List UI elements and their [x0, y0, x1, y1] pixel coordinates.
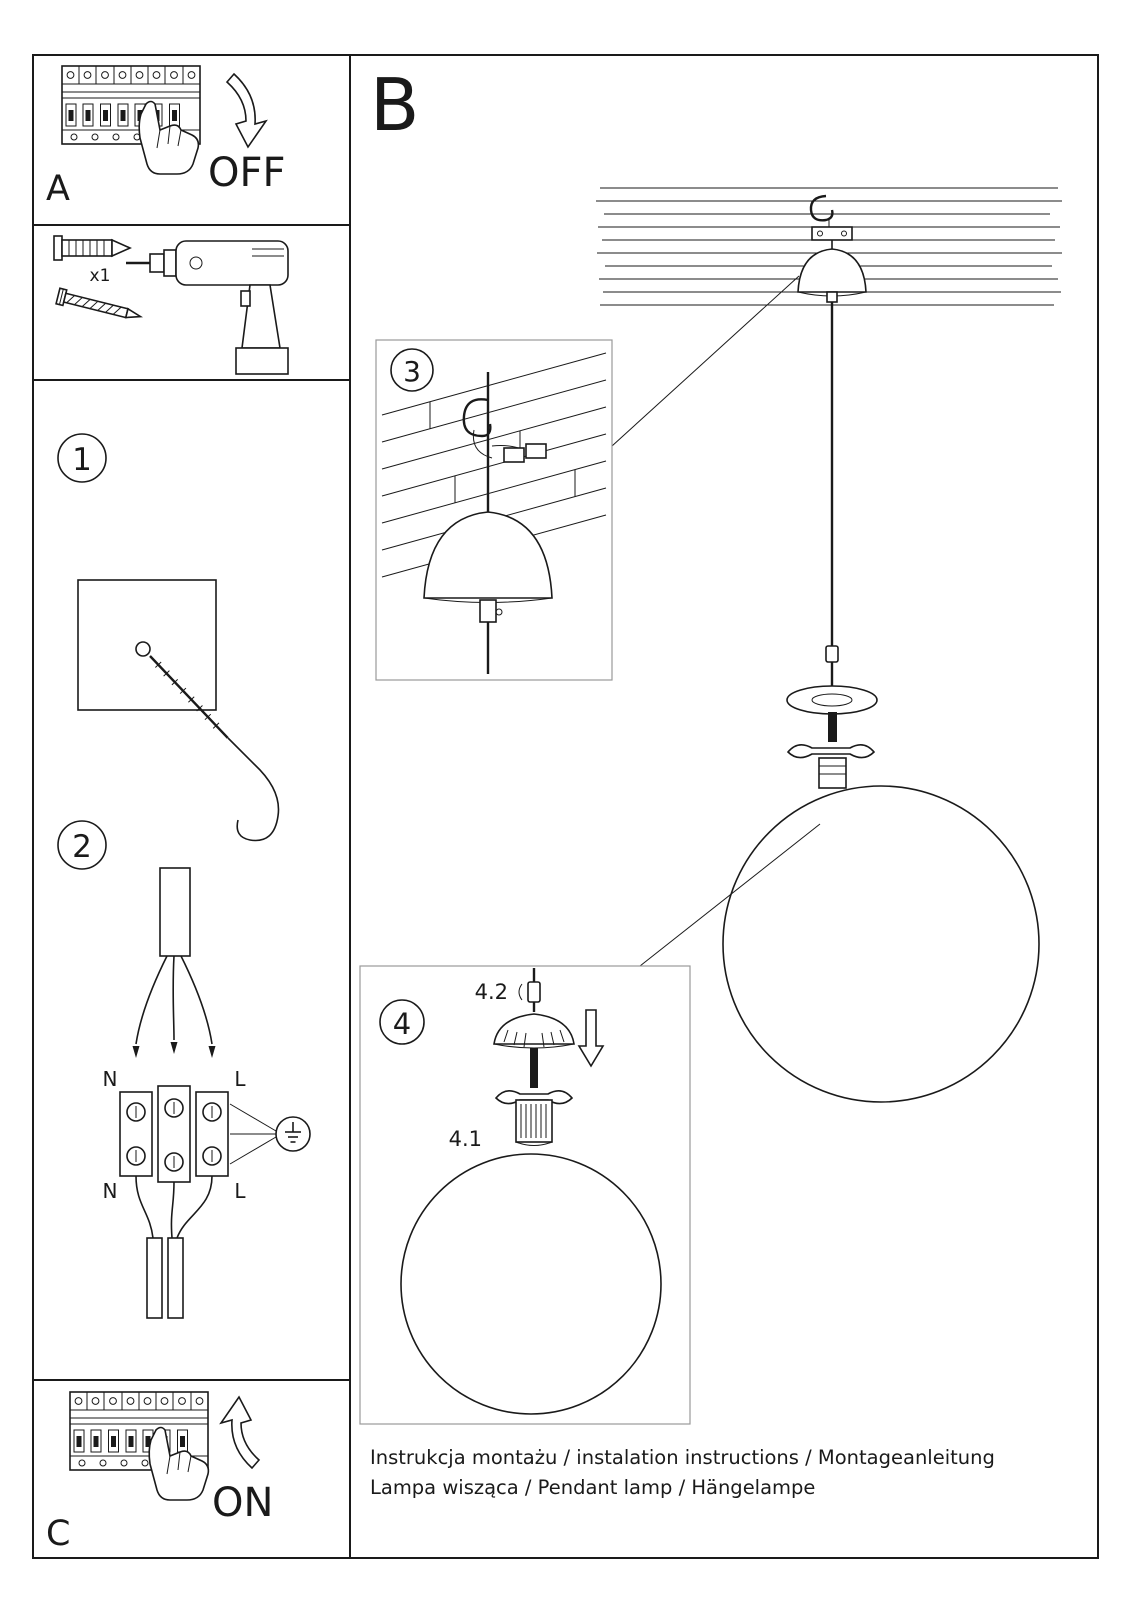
step-3-badge — [390, 348, 434, 392]
drill-icon — [126, 240, 289, 375]
outgoing-cables-drawing — [135, 1175, 213, 1319]
shade-holder-detail — [493, 1013, 575, 1045]
inset-4-detail: 4 4.2 4.1 — [359, 965, 691, 1425]
connector-blocks — [503, 443, 547, 463]
section-c-label: C — [46, 1514, 70, 1554]
footer-line-2: Lampa wisząca / Pendant lamp / Hängelamp… — [370, 1476, 815, 1499]
wall-anchor-icon — [53, 235, 132, 261]
pendant-lamp-drawing — [722, 194, 1040, 1103]
arrow-down-icon — [225, 72, 268, 149]
lamp-socket — [818, 757, 847, 789]
hook-screw-drawing — [149, 655, 280, 842]
sheet-borders — [32, 54, 1099, 1559]
cable-jacket-drawing — [132, 867, 216, 1058]
section-b-label: B — [370, 63, 419, 147]
canopy-detail — [423, 511, 553, 599]
tools-box: x1 — [53, 235, 289, 375]
step-2-badge — [57, 820, 107, 870]
on-label: ON — [212, 1480, 273, 1526]
terminal-block-drawing — [119, 1085, 229, 1183]
hook-detail-icon — [462, 398, 492, 438]
section-a-power-off: OFF A — [46, 65, 286, 209]
arrow-up-icon — [219, 1395, 261, 1470]
inset-3-detail: 3 — [375, 339, 613, 681]
wire-n-top-label: N — [103, 1067, 118, 1091]
cord-grip-detail — [479, 599, 497, 623]
wing-bracket-detail — [494, 1090, 574, 1105]
cord-grip — [825, 645, 839, 663]
cord-grip-piece — [527, 981, 541, 1003]
wing-bracket — [786, 744, 876, 759]
step-2-group: 2 N L N L — [57, 820, 311, 1319]
step-1-number: 1 — [72, 442, 92, 478]
step-3-number: 3 — [403, 355, 421, 388]
down-arrow-icon — [577, 1009, 605, 1068]
ground-symbol — [229, 1103, 311, 1165]
off-label: OFF — [208, 150, 286, 196]
wall-hole-drawing — [77, 579, 217, 711]
callout-line-step3 — [611, 275, 800, 447]
step-4-1-label: 4.1 — [449, 1127, 482, 1151]
step-1-badge — [57, 433, 107, 483]
screw-icon — [55, 287, 144, 319]
step-1-group: 1 — [57, 433, 280, 842]
callout-line-step4 — [639, 823, 821, 967]
anchor-count-label: x1 — [90, 266, 111, 286]
step-4-number: 4 — [393, 1007, 411, 1041]
shade-holder — [786, 685, 878, 715]
section-c-power-on: ON C — [46, 1391, 273, 1554]
step-2-number: 2 — [72, 829, 92, 865]
step-4-badge — [379, 999, 425, 1045]
glass-globe-detail — [400, 1153, 662, 1415]
wire-n-bottom-label: N — [103, 1179, 118, 1203]
section-a-label: A — [46, 169, 70, 209]
ceiling-planks-drawing — [381, 352, 607, 578]
footer-line-1: Instrukcja montażu / instalation instruc… — [370, 1446, 995, 1469]
wire-l-bottom-label: L — [234, 1179, 246, 1203]
step-4-2-label: 4.2 — [475, 980, 508, 1004]
glass-globe — [722, 785, 1040, 1103]
wire-l-top-label: L — [234, 1067, 246, 1091]
ceiling-canopy — [797, 248, 867, 293]
ceiling-hook-icon — [809, 194, 834, 222]
